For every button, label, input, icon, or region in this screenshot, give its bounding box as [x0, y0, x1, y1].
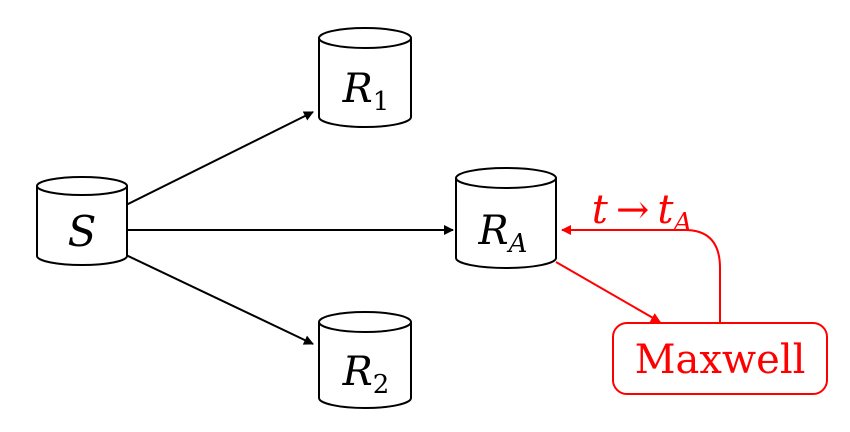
edges	[125, 111, 454, 345]
node-source: S	[36, 176, 128, 266]
cylinder-body	[36, 186, 128, 266]
edge-s-to-r1	[125, 111, 314, 206]
cylinder-body	[318, 322, 412, 409]
cylinder-body	[455, 178, 557, 269]
maxwell-label: Maxwell	[635, 337, 806, 383]
node-r2: R2	[318, 311, 412, 409]
cylinder-top	[455, 167, 557, 189]
node-ra-label: RA	[478, 208, 528, 259]
node-r2-label: R2	[342, 349, 390, 400]
edge-maxwell-to-ra	[561, 225, 721, 322]
node-r1: R1	[318, 27, 412, 128]
cylinder-top	[318, 311, 412, 333]
node-source-label: S	[68, 207, 97, 256]
node-r1-label: R1	[342, 66, 390, 117]
node-maxwell: Maxwell	[612, 322, 828, 395]
cylinder-top	[318, 27, 412, 49]
feedback-edges	[555, 225, 721, 323]
maxwell-box	[612, 322, 828, 395]
transform-label: t→tA	[592, 187, 692, 238]
edge-ra-to-maxwell	[555, 261, 661, 323]
node-ra: RA	[455, 167, 557, 269]
cylinder-body	[318, 38, 412, 128]
edge-s-to-r2	[125, 254, 314, 345]
cylinder-top	[36, 176, 128, 196]
